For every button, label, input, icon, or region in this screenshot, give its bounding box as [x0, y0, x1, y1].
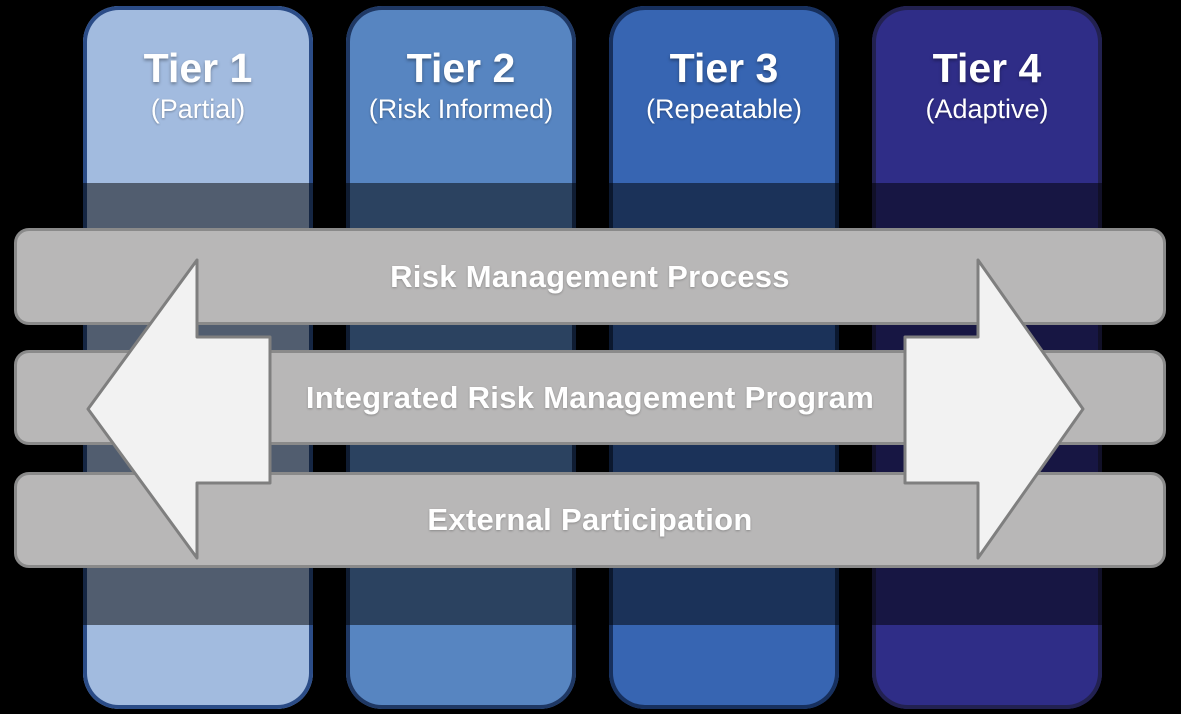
bar-risk-management-process: Risk Management Process — [14, 228, 1166, 325]
tier-4-subtitle: (Adaptive) — [925, 94, 1049, 125]
tier-2-title: Tier 2 — [406, 45, 516, 91]
tier-2-subtitle: (Risk Informed) — [368, 94, 554, 125]
tier-3-header: Tier 3 (Repeatable) — [609, 6, 839, 125]
tier-4-header: Tier 4 (Adaptive) — [872, 6, 1102, 125]
bar-risk-management-process-label: Risk Management Process — [390, 258, 790, 294]
tier-2-header: Tier 2 (Risk Informed) — [346, 6, 576, 125]
bar-integrated-risk-management-program: Integrated Risk Management Program — [14, 350, 1166, 445]
bar-external-participation-label: External Participation — [427, 502, 753, 537]
tier-1-title: Tier 1 — [143, 45, 253, 91]
tier-4-title: Tier 4 — [932, 45, 1042, 91]
tier-1-subtitle: (Partial) — [150, 94, 246, 125]
bar-integrated-risk-management-program-label: Integrated Risk Management Program — [305, 379, 875, 415]
tier-3-subtitle: (Repeatable) — [645, 94, 803, 125]
tier-3-title: Tier 3 — [669, 45, 779, 91]
bar-external-participation: External Participation — [14, 472, 1166, 568]
tier-1-header: Tier 1 (Partial) — [83, 6, 313, 125]
